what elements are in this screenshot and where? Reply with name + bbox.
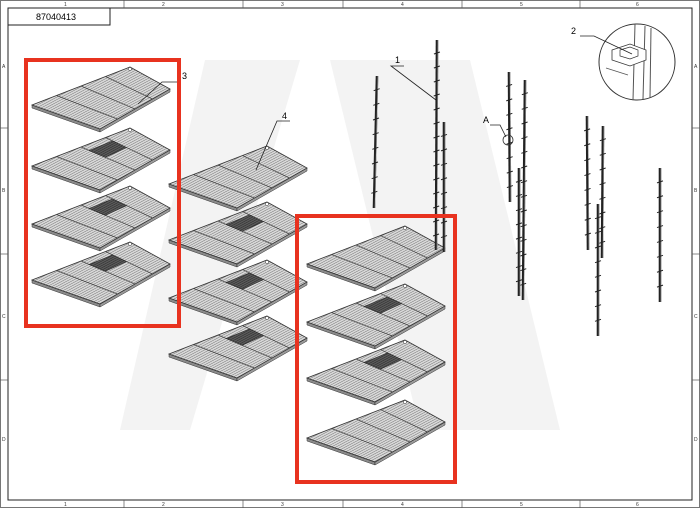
shelf-grid [30,241,171,308]
callout-1: 1 [395,55,400,65]
shelf-grid [30,66,171,133]
shelf-grid [167,201,308,268]
document-number-box: 87040413 [7,7,111,26]
zone-labels-top: 1 2 3 4 5 6 [64,2,639,8]
rail [371,75,380,209]
zone-row-label: D [694,437,698,443]
shelf-grid [305,399,446,466]
callout-leaders [137,35,633,171]
zone-col-label: 1 [64,502,67,508]
zone-col-label: 1 [64,2,67,8]
rail [515,168,523,296]
zone-col-label: 5 [520,2,523,8]
shelf-grid [167,145,308,212]
zone-labels-bottom: 1 2 3 4 5 6 [64,502,639,508]
shelf-grid [305,339,446,406]
highlight-box-right [295,214,457,484]
zone-col-label: 5 [520,502,523,508]
detail-view-2 [598,23,676,101]
zone-col-label: 6 [636,502,639,508]
zone-col-label: 2 [162,502,165,508]
zone-col-label: 3 [281,2,284,8]
zone-labels-left: A B C D [2,64,6,443]
rail [505,71,514,203]
zone-row-label: C [694,314,698,320]
document-number: 87040413 [36,12,76,22]
zone-col-label: 4 [401,502,404,508]
shelf-grid [30,185,171,252]
zone-col-label: 3 [281,502,284,508]
rail [583,115,592,251]
callout-4: 4 [282,111,287,121]
shelves-layer [30,66,446,466]
shelf-grid [305,225,446,292]
callout-A: A [483,115,489,125]
callout-3: 3 [182,71,187,81]
shelf-grid [30,127,171,194]
zone-row-label: B [694,188,698,194]
zone-row-label: C [2,314,6,320]
zone-row-label: D [2,437,6,443]
zone-row-label: A [694,64,698,70]
rail [598,125,607,259]
shelf-grid [167,259,308,326]
zone-col-label: 4 [401,2,404,8]
rail [519,79,529,301]
zone-row-label: A [2,64,6,70]
callout-2: 2 [571,26,576,36]
zone-labels-right: A B C D [694,64,698,443]
zone-col-label: 2 [162,2,165,8]
shelf-grid [305,283,446,350]
shelf-grid [167,315,308,382]
rail [656,168,664,302]
rail [594,204,602,336]
detail-ref-circle [502,134,514,146]
zone-col-label: 6 [636,2,639,8]
zone-row-label: B [2,188,6,194]
rail [440,122,448,252]
highlight-box-left [24,58,181,328]
